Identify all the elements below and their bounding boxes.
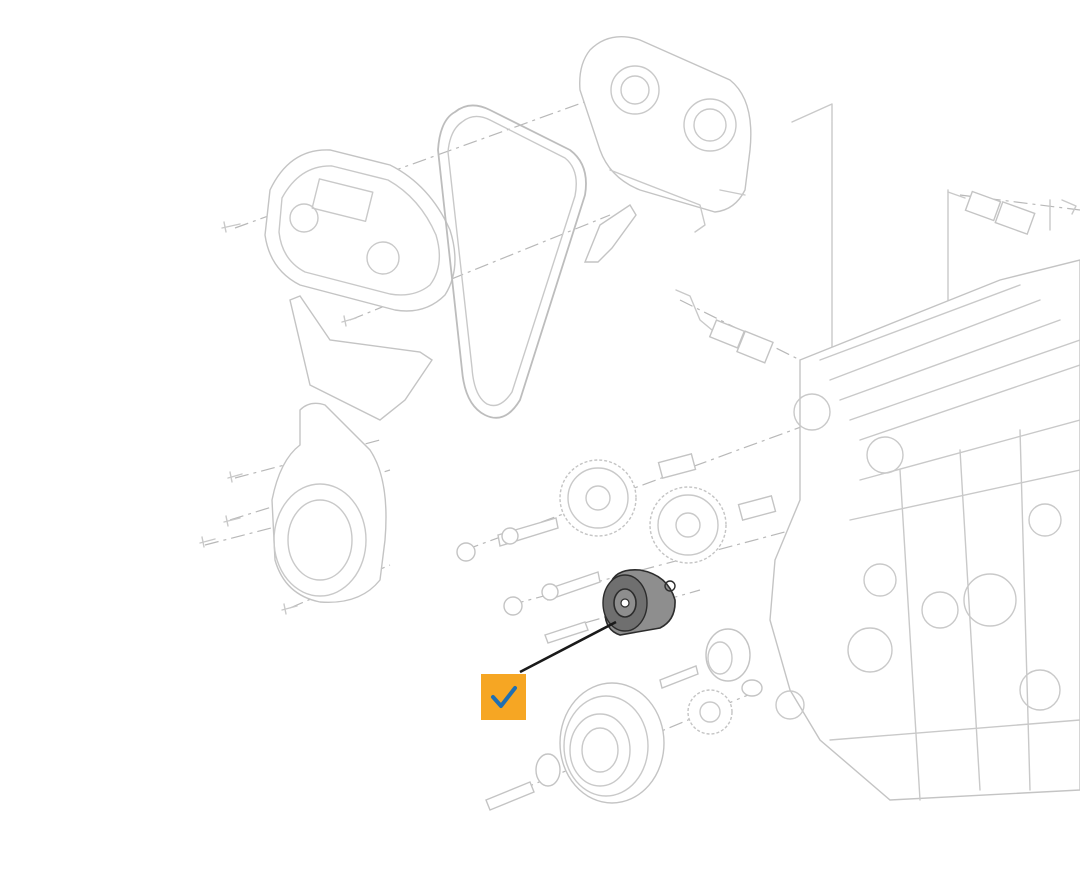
lower-timing-cover (271, 295, 433, 604)
engine-block (769, 259, 1080, 801)
oil-control-valve (675, 289, 774, 364)
timing-belt (437, 104, 587, 419)
checkmark-badge[interactable] (481, 674, 526, 720)
idler-pulley (659, 628, 763, 697)
tensioner-pulley[interactable] (602, 568, 676, 636)
leader-line (519, 620, 617, 674)
rear-timing-cover (579, 36, 752, 233)
sprocket-bolts (456, 517, 601, 644)
crankshaft-pulley (485, 682, 665, 811)
front-timing-cover (264, 149, 456, 312)
checkmark-icon (491, 686, 517, 708)
camshaft-sprockets (559, 453, 777, 564)
crankshaft-sprocket (687, 689, 733, 735)
guide-bracket (583, 204, 637, 263)
cover-bolts (199, 221, 357, 615)
camshaft-sensor (947, 190, 1077, 236)
